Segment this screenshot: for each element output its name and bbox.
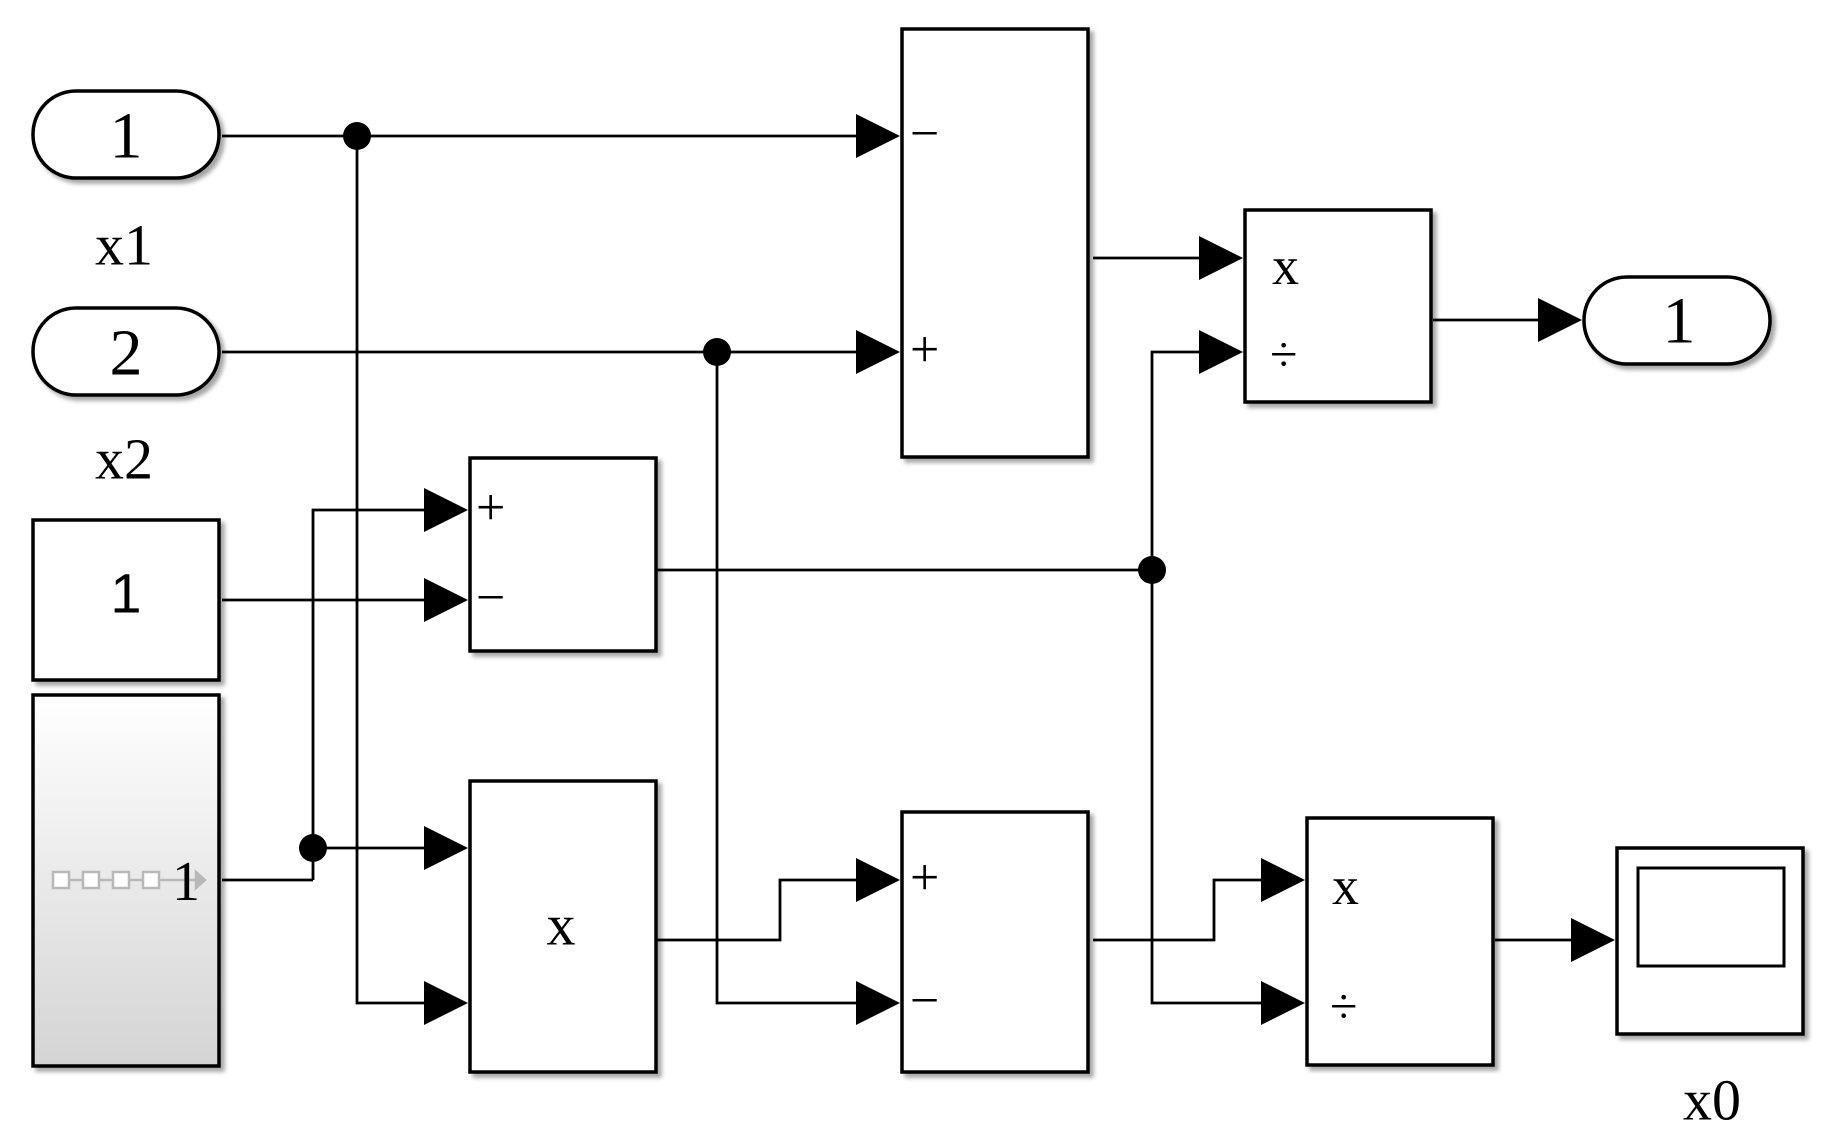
branch-point-x1 (343, 122, 371, 150)
scope-icon (1636, 866, 1786, 968)
sum-bottom-sign-2: − (910, 973, 939, 1030)
wire-product-to-sum-bottom[interactable] (656, 878, 858, 942)
outport-1-shape[interactable] (1582, 275, 1772, 366)
sum-block-top[interactable] (900, 27, 1090, 459)
sum-block-middle[interactable] (468, 456, 658, 653)
wire-sum-mid-to-divide-top[interactable] (1150, 350, 1203, 570)
step-icon-cell-3 (111, 870, 131, 890)
step-input-icon (51, 869, 207, 891)
product-block[interactable] (468, 779, 658, 1074)
constant-block-shape[interactable] (31, 518, 221, 682)
wire-x1-down-to-product[interactable] (355, 136, 428, 1005)
product-block-shape[interactable] (468, 779, 658, 1074)
divide-block-top[interactable] (1243, 208, 1433, 404)
sum-block-top-shape[interactable] (900, 27, 1090, 459)
step-input-value: 1 (172, 851, 200, 913)
wire-x2-down-to-sum-bottom[interactable] (715, 352, 858, 1005)
arrow-sum-top-in1 (856, 114, 900, 158)
outport-1[interactable] (1582, 275, 1772, 366)
step-icon-cell-2 (81, 870, 101, 890)
arrow-sum-mid-in1 (424, 488, 468, 532)
arrow-divide-bottom-in1 (1261, 858, 1305, 902)
divide-block-top-shape[interactable] (1243, 208, 1433, 404)
branch-point-sum-mid (1138, 556, 1166, 584)
step-icon-cell-4 (141, 870, 161, 890)
inport-x2-shape[interactable] (31, 306, 221, 397)
sum-block-bottom-shape[interactable] (900, 810, 1090, 1074)
sum-top-sign-1: − (910, 106, 939, 163)
divide-top-sign-2: ÷ (1270, 326, 1297, 382)
constant-value: 1 (110, 562, 141, 625)
arrow-divide-top-in2 (1199, 330, 1243, 374)
inport-x1-label: x1 (95, 213, 153, 278)
divide-block-bottom[interactable] (1305, 816, 1495, 1067)
outport-number: 1 (1663, 285, 1696, 358)
arrow-divide-top-in1 (1199, 236, 1243, 280)
arrow-sum-bottom-in2 (856, 981, 900, 1025)
arrow-heads (424, 114, 1615, 1025)
sum-mid-sign-1: + (476, 480, 505, 537)
branch-point-step (299, 834, 327, 862)
product-symbol: x (547, 893, 576, 958)
inport-x1-shape[interactable] (31, 89, 221, 180)
sum-block-bottom[interactable] (900, 810, 1090, 1074)
divide-bottom-sign-2: ÷ (1330, 978, 1357, 1034)
wire-sum-mid-to-divide-bottom[interactable] (1150, 570, 1264, 1005)
step-icon-arrow (194, 869, 207, 891)
wire-sum-bottom-to-divide-bottom[interactable] (1093, 878, 1264, 942)
branch-points (299, 122, 1166, 862)
wire-step-to-sum-mid[interactable] (311, 508, 428, 880)
divide-bottom-sign-1: x (1332, 856, 1359, 916)
scope-label: x0 (1683, 1068, 1741, 1133)
arrow-sum-bottom-in1 (856, 858, 900, 902)
sum-bottom-sign-1: + (910, 850, 939, 907)
arrow-product-in1 (424, 826, 468, 870)
sum-block-middle-shape[interactable] (468, 456, 658, 653)
divide-top-sign-1: x (1272, 236, 1299, 296)
inport-x1-number: 1 (110, 100, 143, 173)
arrow-sum-top-in2 (856, 330, 900, 374)
sum-top-sign-2: + (910, 322, 939, 379)
arrow-divide-bottom-in2 (1261, 981, 1305, 1025)
inport-x2[interactable] (31, 306, 221, 397)
inport-x2-label: x2 (95, 427, 153, 492)
arrow-product-in2 (424, 981, 468, 1025)
sum-mid-sign-2: − (476, 570, 505, 627)
arrow-scope-in (1571, 918, 1615, 962)
signal-lines (222, 134, 1575, 1005)
inport-x1[interactable] (31, 89, 221, 180)
divide-block-bottom-shape[interactable] (1305, 816, 1495, 1067)
branch-point-x2 (703, 338, 731, 366)
arrow-sum-mid-in2 (424, 578, 468, 622)
arrow-outport-in (1538, 298, 1582, 342)
step-icon-cell-1 (51, 870, 71, 890)
inport-x2-number: 2 (110, 317, 143, 390)
constant-block[interactable] (31, 518, 221, 682)
